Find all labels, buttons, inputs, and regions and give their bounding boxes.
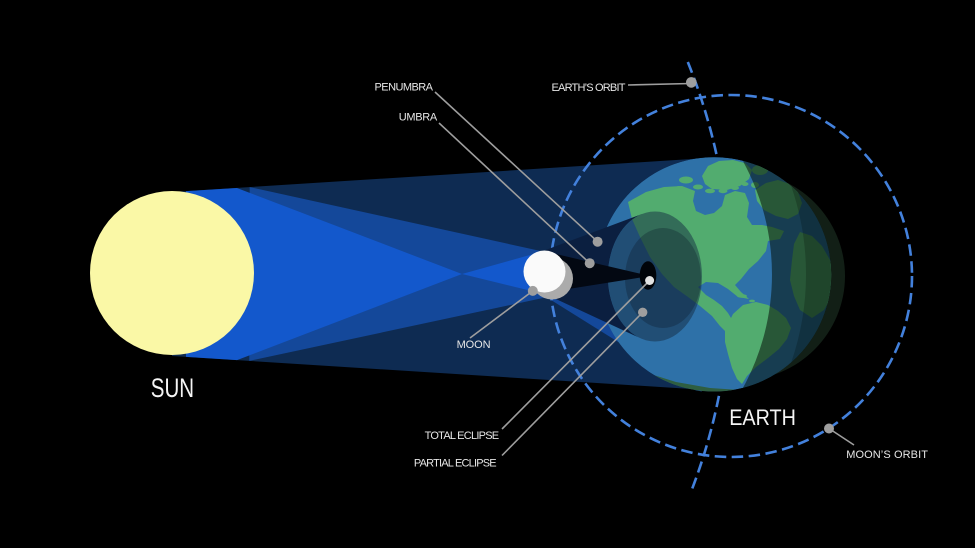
svg-text:TOTAL ECLIPSE: TOTAL ECLIPSE xyxy=(425,430,499,442)
svg-text:EARTH’S ORBIT: EARTH’S ORBIT xyxy=(552,82,626,94)
svg-text:MOON’S ORBIT: MOON’S ORBIT xyxy=(846,449,928,461)
svg-text:UMBRA: UMBRA xyxy=(399,112,438,124)
svg-text:MOON: MOON xyxy=(457,339,491,351)
svg-text:EARTH: EARTH xyxy=(729,406,796,430)
svg-text:PENUMBRA: PENUMBRA xyxy=(375,81,434,93)
svg-text:SUN: SUN xyxy=(151,373,194,403)
svg-text:PARTIAL ECLIPSE: PARTIAL ECLIPSE xyxy=(414,457,496,469)
